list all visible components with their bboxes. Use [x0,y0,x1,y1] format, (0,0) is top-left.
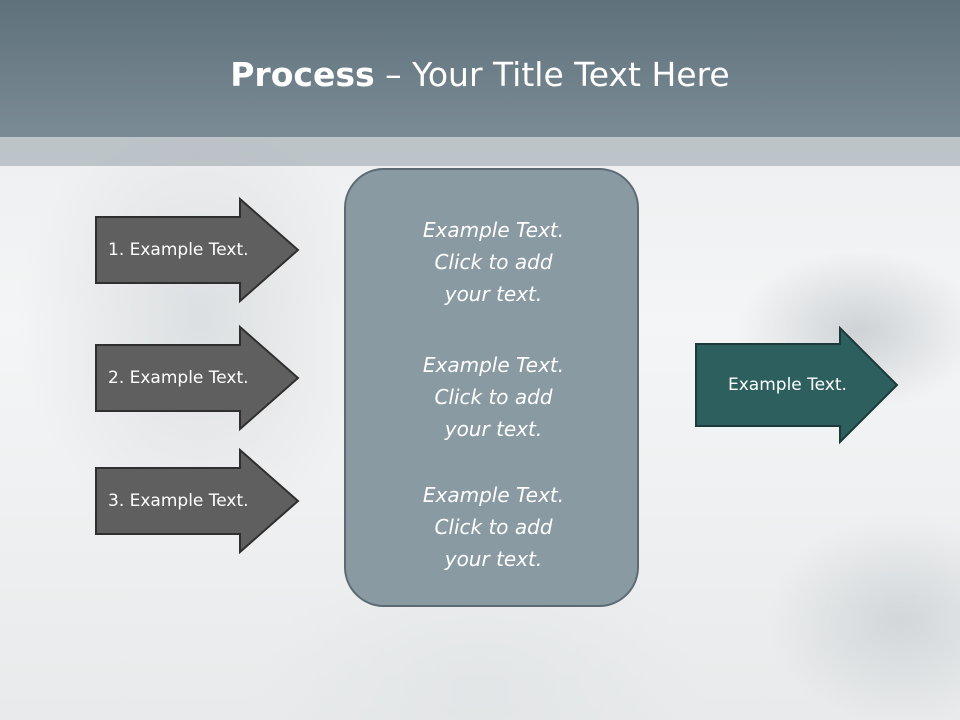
title-bar [0,0,960,137]
center-text-line: your text. [444,282,543,306]
process-arrow-2[interactable]: 2. Example Text. [95,324,300,432]
result-arrow[interactable]: Example Text. [695,325,899,445]
center-text-line: your text. [444,417,543,441]
process-arrow-label: 3. Example Text. [108,491,249,511]
center-text-line: Click to add [434,385,553,409]
arrow-shape [95,324,300,432]
slide-title: Process – Your Title Text Here [0,52,960,98]
center-text-line: Example Text. [422,353,565,377]
center-text-item-3[interactable]: Example Text. Click to add your text. [346,479,641,575]
center-text-box[interactable]: Example Text. Click to add your text. Ex… [344,168,639,607]
center-text-line: your text. [444,547,543,571]
center-text-line: Example Text. [422,483,565,507]
center-text-line: Click to add [434,515,553,539]
arrow-shape [95,447,300,555]
arrow-shape [95,196,300,304]
center-text-item-1[interactable]: Example Text. Click to add your text. [346,214,641,310]
title-strip [0,137,960,166]
process-arrow-3[interactable]: 3. Example Text. [95,447,300,555]
title-bold: Process [230,55,375,94]
process-arrow-label: 1. Example Text. [108,240,249,260]
process-arrow-1[interactable]: 1. Example Text. [95,196,300,304]
title-rest: – Your Title Text Here [374,55,730,94]
center-text-line: Example Text. [422,218,565,242]
result-arrow-label: Example Text. [728,375,847,395]
center-text-item-2[interactable]: Example Text. Click to add your text. [346,349,641,445]
arrow-shape [695,325,899,445]
center-text-line: Click to add [434,250,553,274]
process-arrow-label: 2. Example Text. [108,368,249,388]
